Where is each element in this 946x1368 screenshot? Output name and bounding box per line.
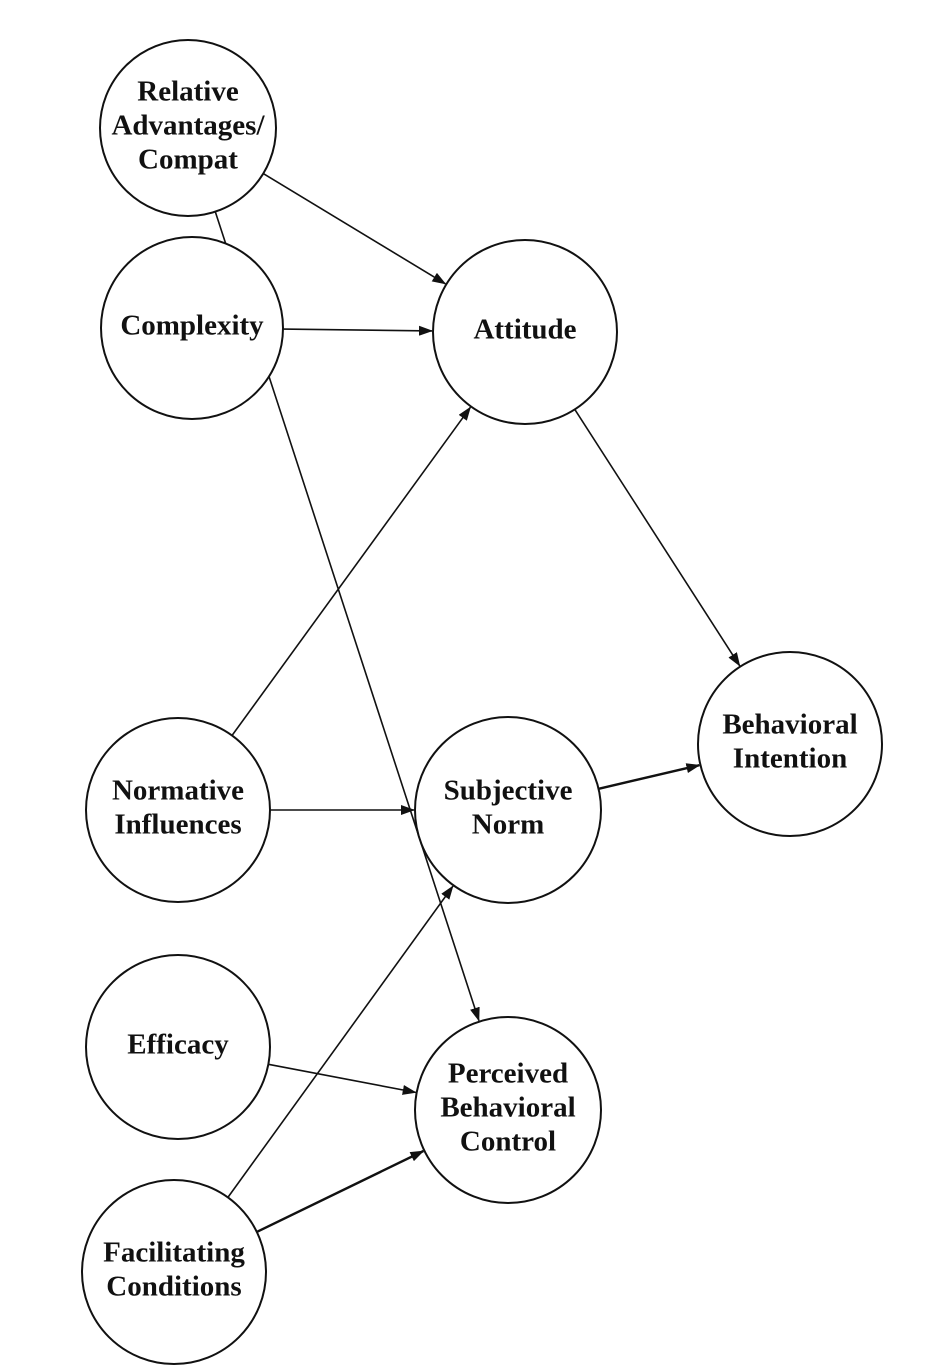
- node-circle-perceived-behavioral-control: [414, 1016, 602, 1204]
- arrow-subjective-norm-to-behavioral-intention: [598, 763, 701, 790]
- arrow-normative-influences-to-attitude: [231, 406, 472, 736]
- arrow-facilitating-conditions-to-perceived-behavioral-control: [256, 1149, 425, 1233]
- node-label-facilitating-conditions: Conditions: [106, 1271, 241, 1303]
- node-complexity: Complexity: [100, 236, 284, 420]
- arrow-facilitating-conditions-to-subjective-norm: [227, 885, 454, 1198]
- node-label-efficacy: Efficacy: [127, 1029, 229, 1061]
- node-label-subjective-norm: Subjective: [444, 775, 573, 807]
- node-label-relative-advantages: Compat: [138, 144, 238, 176]
- node-label-perceived-behavioral-control: Control: [460, 1126, 556, 1158]
- node-label-relative-advantages: Advantages/: [111, 110, 265, 142]
- node-label-perceived-behavioral-control: Perceived: [448, 1058, 568, 1090]
- node-label-perceived-behavioral-control: Behavioral: [440, 1092, 575, 1124]
- arrow-attitude-to-behavioral-intention: [574, 408, 741, 667]
- node-label-facilitating-conditions: Facilitating: [103, 1237, 245, 1269]
- node-circle-relative-advantages: [99, 39, 277, 217]
- node-efficacy: Efficacy: [85, 954, 271, 1140]
- node-label-behavioral-intention: Behavioral: [722, 709, 857, 741]
- node-circle-facilitating-conditions: [81, 1179, 267, 1365]
- arrow-relative-advantages-to-attitude: [262, 172, 447, 285]
- node-label-normative-influences: Influences: [114, 809, 241, 841]
- node-label-attitude: Attitude: [473, 314, 576, 346]
- node-circle-behavioral-intention: [697, 651, 883, 837]
- node-circle-attitude: [432, 239, 618, 425]
- node-circle-subjective-norm: [414, 716, 602, 904]
- node-label-subjective-norm: Norm: [472, 809, 544, 841]
- node-label-relative-advantages: Relative: [137, 76, 239, 108]
- node-circle-normative-influences: [85, 717, 271, 903]
- node-circle-complexity: [100, 236, 284, 420]
- node-label-normative-influences: Normative: [112, 775, 244, 807]
- arrow-efficacy-to-perceived-behavioral-control: [268, 1063, 417, 1095]
- node-label-behavioral-intention: Intention: [733, 743, 847, 775]
- node-attitude: Attitude: [432, 239, 618, 425]
- node-label-complexity: Complexity: [120, 310, 264, 342]
- node-circle-efficacy: [85, 954, 271, 1140]
- arrow-complexity-to-attitude: [282, 325, 433, 336]
